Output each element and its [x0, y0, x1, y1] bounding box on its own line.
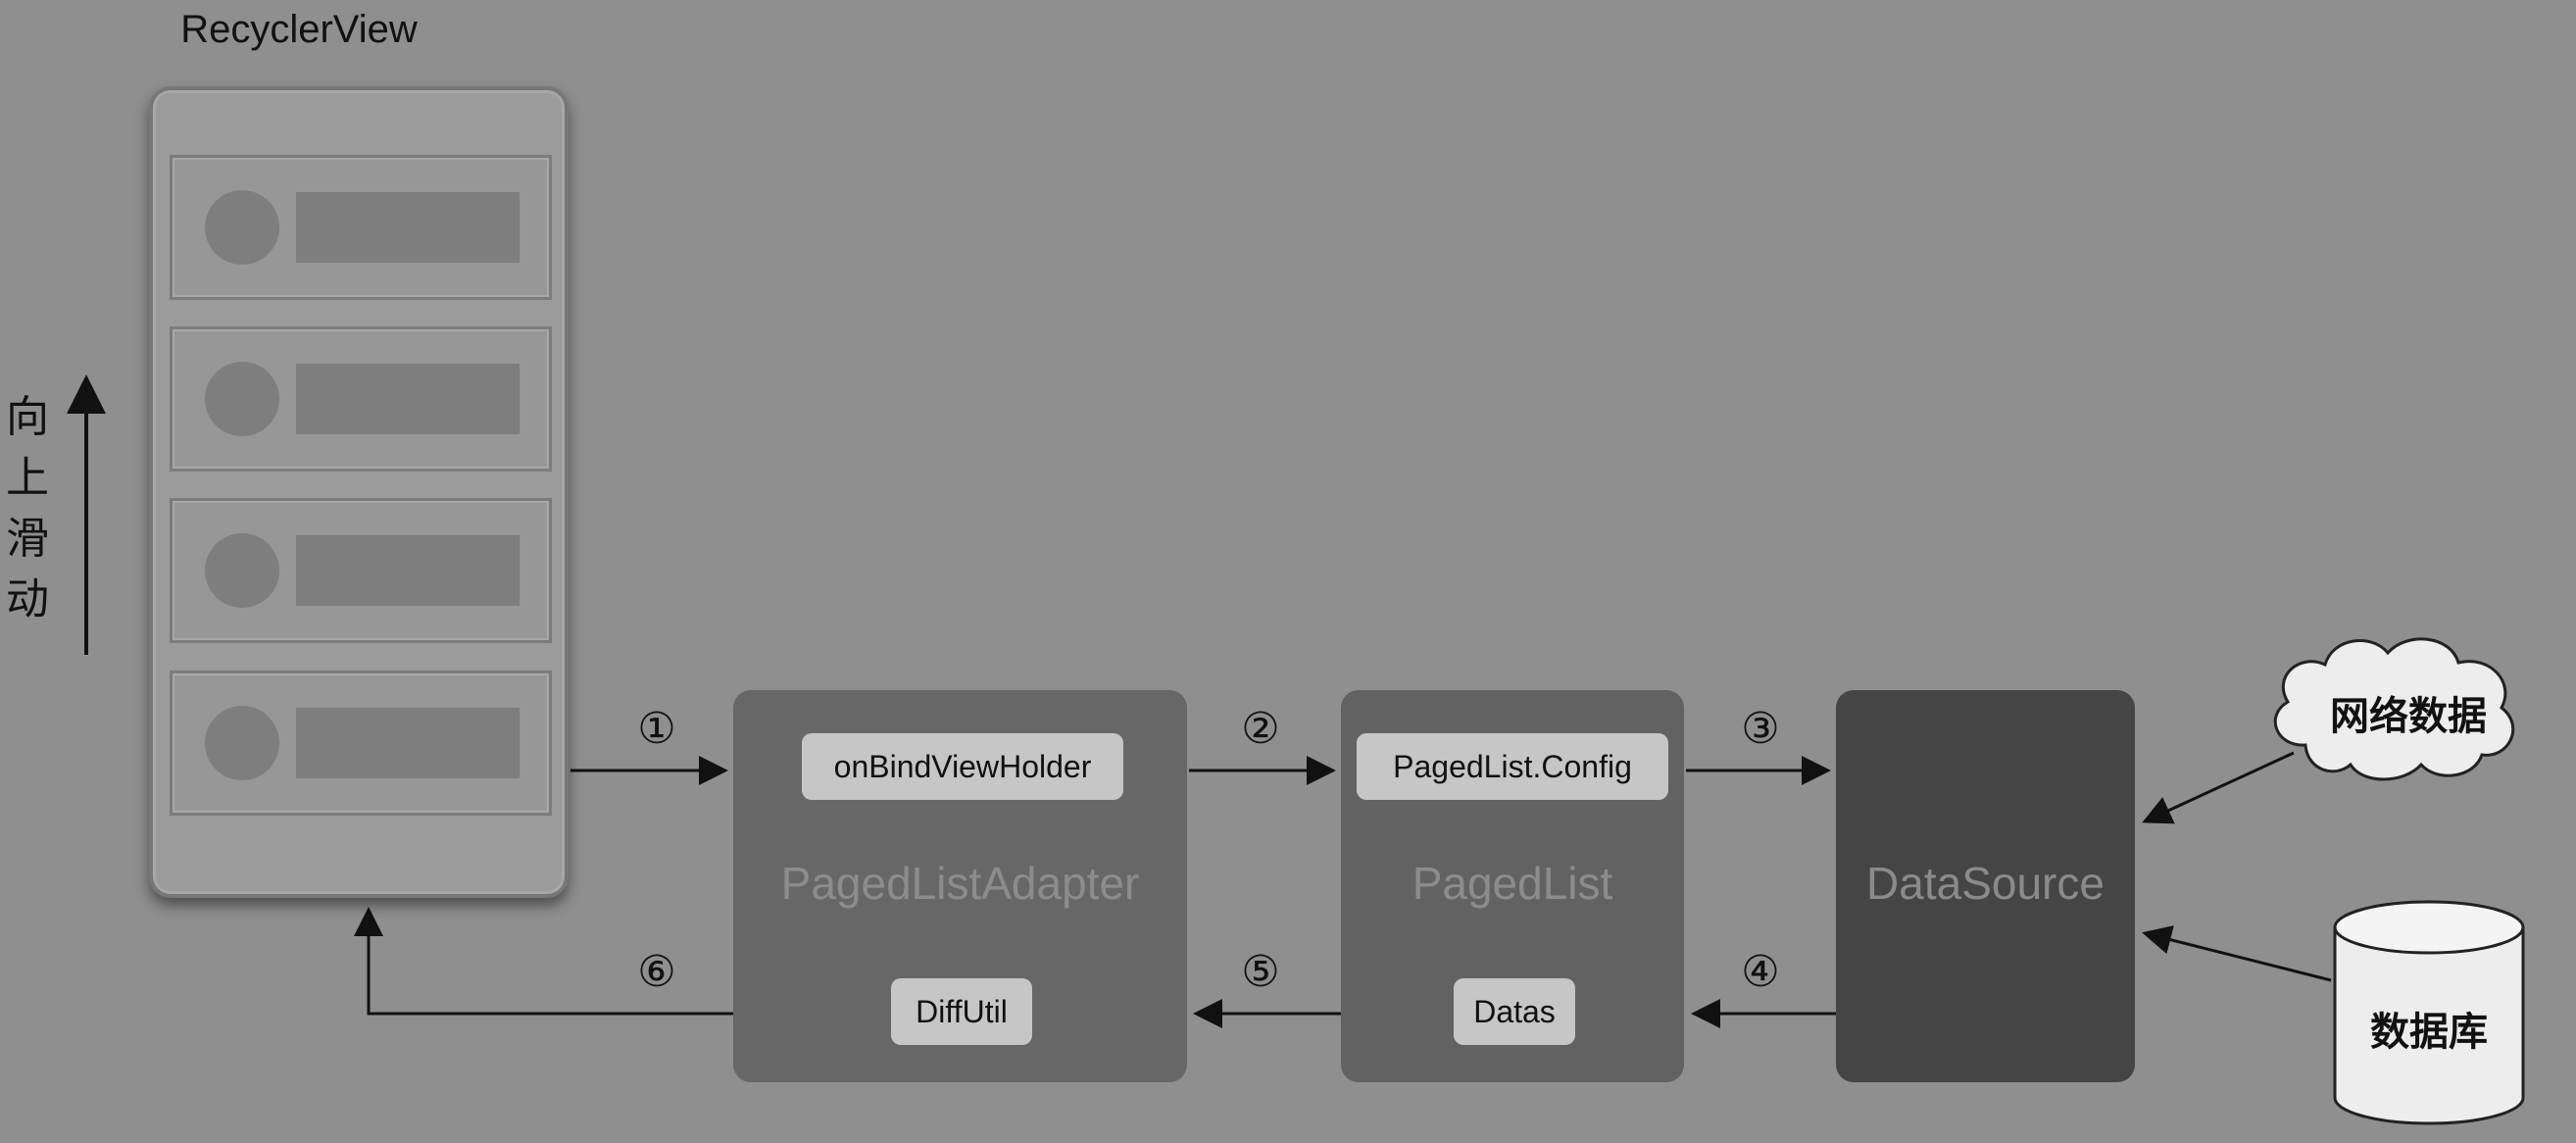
- recycler-view-title: RecyclerView: [180, 8, 418, 51]
- data-source-title: DataSource: [1866, 858, 2105, 909]
- step-2-label: ②: [1241, 705, 1280, 753]
- paged-list-adapter-box: onBindViewHolder PagedListAdapter DiffUt…: [733, 690, 1187, 1082]
- avatar: [205, 362, 279, 436]
- avatar: [205, 533, 279, 608]
- list-item: [170, 155, 552, 300]
- scroll-direction-label: 向上滑动: [6, 393, 49, 623]
- database-label: 数据库: [2370, 1011, 2488, 1054]
- arrow-database: [2142, 925, 2332, 982]
- list-item: [170, 326, 552, 472]
- arrow-step-6: [354, 907, 733, 1016]
- avatar: [205, 190, 279, 265]
- paged-list-config-chip: PagedList.Config: [1357, 733, 1668, 800]
- on-bind-view-holder-chip: onBindViewHolder: [802, 733, 1123, 800]
- list-item: [170, 498, 552, 643]
- diff-util-chip: DiffUtil: [891, 978, 1032, 1045]
- list-item: [170, 671, 552, 816]
- text-placeholder: [296, 192, 520, 263]
- cloud-icon: [2273, 637, 2515, 781]
- text-placeholder: [296, 535, 520, 606]
- datas-chip: Datas: [1454, 978, 1575, 1045]
- avatar: [205, 706, 279, 780]
- paged-list-box: PagedList.Config PagedList Datas: [1341, 690, 1684, 1082]
- network-data-label: 网络数据: [2330, 695, 2487, 738]
- data-source-box: DataSource: [1836, 690, 2135, 1082]
- step-6-label: ⑥: [637, 948, 676, 996]
- step-1-label: ①: [637, 705, 676, 753]
- step-4-label: ④: [1741, 948, 1780, 996]
- text-placeholder: [296, 708, 520, 778]
- database-icon: [2333, 900, 2525, 1125]
- text-placeholder: [296, 364, 520, 434]
- arrow-network: [2142, 751, 2295, 824]
- paged-list-title: PagedList: [1412, 858, 1613, 909]
- step-5-label: ⑤: [1241, 948, 1280, 996]
- step-3-label: ③: [1741, 705, 1780, 753]
- paged-list-adapter-title: PagedListAdapter: [780, 858, 1140, 909]
